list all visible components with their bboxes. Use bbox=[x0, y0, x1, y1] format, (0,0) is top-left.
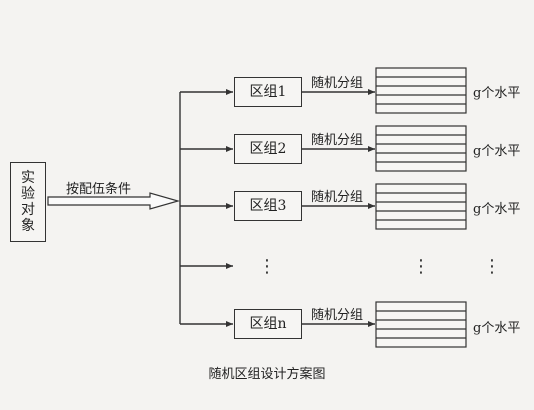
block-box-n: 区组n bbox=[234, 309, 302, 339]
block-label: 区组n bbox=[249, 315, 287, 332]
block-box-2: 区组2 bbox=[234, 134, 302, 164]
block-label: 区组1 bbox=[249, 83, 287, 100]
subject-box: 实验对象 bbox=[10, 162, 46, 242]
random-group-label: 随机分组 bbox=[311, 190, 364, 205]
random-group-label: 随机分组 bbox=[311, 76, 364, 91]
condition-label: 按配伍条件 bbox=[66, 182, 132, 197]
level-table-1 bbox=[375, 67, 467, 114]
level-label: g个水平 bbox=[473, 86, 521, 101]
level-label: g个水平 bbox=[473, 321, 521, 336]
block-label: 区组3 bbox=[249, 197, 287, 214]
ellipsis-levels: ⋮ bbox=[483, 256, 501, 277]
level-table-3 bbox=[375, 183, 467, 230]
random-group-label: 随机分组 bbox=[311, 133, 364, 148]
block-box-1: 区组1 bbox=[234, 77, 302, 107]
block-box-3: 区组3 bbox=[234, 191, 302, 221]
figure-caption: 随机区组设计方案图 bbox=[208, 367, 326, 382]
ellipsis-blocks: ⋮ bbox=[258, 256, 276, 277]
level-label: g个水平 bbox=[473, 144, 521, 159]
subject-label: 实验对象 bbox=[21, 169, 35, 235]
level-table-4 bbox=[375, 301, 467, 348]
block-label: 区组2 bbox=[249, 140, 287, 157]
level-label: g个水平 bbox=[473, 202, 521, 217]
ellipsis-tables: ⋮ bbox=[412, 256, 430, 277]
level-table-2 bbox=[375, 125, 467, 172]
hollow-arrow bbox=[47, 192, 181, 210]
random-group-label: 随机分组 bbox=[311, 308, 364, 323]
